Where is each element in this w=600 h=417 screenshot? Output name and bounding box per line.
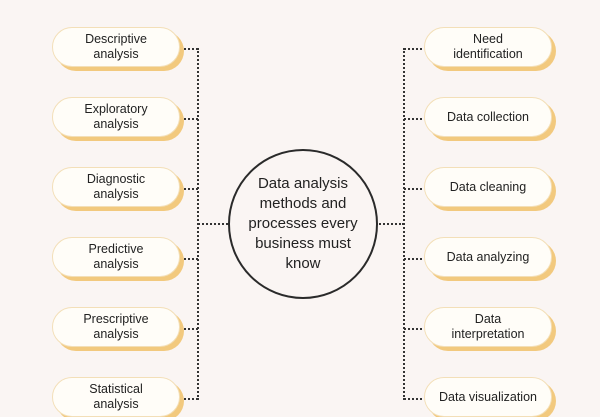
connector-branch (404, 258, 422, 260)
pill-label: Diagnostic analysis (86, 172, 146, 201)
method-pill: Statistical analysis (52, 377, 180, 417)
pill-label: Data interpretation (451, 312, 525, 341)
method-pill: Prescriptive analysis (52, 307, 180, 347)
connector-branch (404, 398, 422, 400)
connector-branch (184, 48, 198, 50)
connector-center-left (198, 223, 228, 225)
pill-label: Need identification (453, 32, 523, 61)
process-pill: Need identification (424, 27, 552, 67)
process-pill: Data cleaning (424, 167, 552, 207)
pill-label: Statistical analysis (89, 382, 143, 411)
pill-label: Data cleaning (449, 179, 527, 194)
pill-label: Exploratory analysis (84, 102, 148, 131)
connector-branch (404, 118, 422, 120)
connector-branch (184, 118, 198, 120)
center-topic-circle: Data analysis methods and processes ever… (228, 149, 378, 299)
pill-label: Prescriptive analysis (83, 312, 149, 341)
connector-right-vertical (403, 48, 405, 400)
center-topic-title: Data analysis methods and processes ever… (248, 175, 358, 272)
process-pill: Data collection (424, 97, 552, 137)
pill-label: Predictive analysis (88, 242, 144, 271)
connector-branch (184, 188, 198, 190)
pill-label: Data collection (447, 109, 529, 124)
method-pill: Exploratory analysis (52, 97, 180, 137)
connector-branch (404, 328, 422, 330)
connector-branch (184, 258, 198, 260)
pill-label: Data visualization (439, 389, 537, 404)
process-pill: Data interpretation (424, 307, 552, 347)
pill-label: Data analyzing (446, 249, 530, 264)
connector-branch (184, 328, 198, 330)
method-pill: Predictive analysis (52, 237, 180, 277)
process-pill: Data analyzing (424, 237, 552, 277)
connector-branch (404, 48, 422, 50)
pill-label: Descriptive analysis (85, 32, 147, 61)
connector-branch (184, 398, 198, 400)
process-pill: Data visualization (424, 377, 552, 417)
method-pill: Descriptive analysis (52, 27, 180, 67)
method-pill: Diagnostic analysis (52, 167, 180, 207)
connector-branch (404, 188, 422, 190)
connector-center-right (376, 223, 404, 225)
